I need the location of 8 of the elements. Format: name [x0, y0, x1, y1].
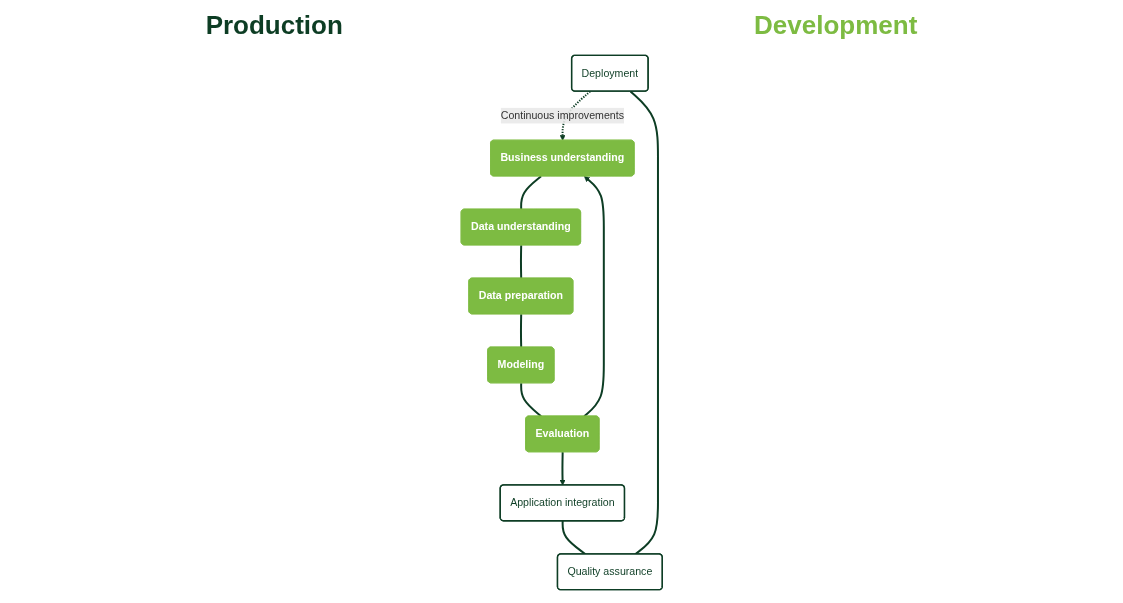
- connector: [519, 175, 542, 211]
- section-heading: Development: [754, 9, 918, 41]
- connector: [519, 244, 522, 280]
- section-heading: Production: [205, 9, 343, 41]
- arrow: [559, 451, 566, 486]
- connector: [519, 313, 522, 349]
- edge-label: Continuous improvements: [500, 109, 624, 121]
- arrow: [559, 90, 591, 141]
